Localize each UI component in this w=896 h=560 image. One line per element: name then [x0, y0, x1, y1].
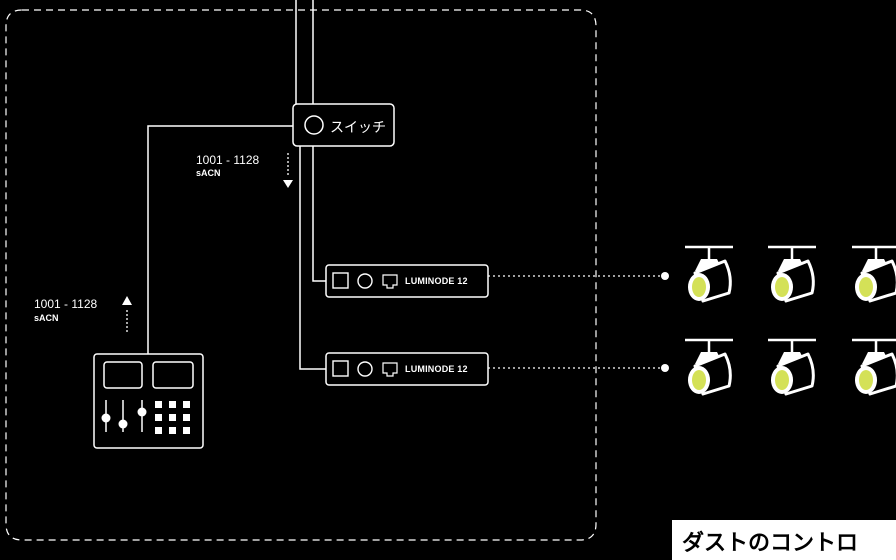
node1-square-icon: [332, 272, 349, 289]
node2-label: LUMINODE 12: [405, 364, 468, 374]
node1-label: LUMINODE 12: [405, 276, 468, 286]
footer-banner: ダストのコントロ: [672, 520, 896, 560]
downstream-protocol: sACN: [196, 168, 221, 178]
switch-box[interactable]: [292, 103, 395, 147]
node2-cable: [299, 146, 326, 370]
node2-ethernet-icon: [382, 362, 398, 377]
upstream-arrow-head: [122, 296, 132, 305]
fixture-icon-2-3: [850, 338, 896, 396]
node2-circle-icon: [357, 361, 373, 377]
luminode-node-1[interactable]: [325, 264, 489, 298]
fixture-icon-2-1: [683, 338, 735, 396]
dmx-line-1-end: [661, 272, 669, 280]
downstream-range: 1001 - 1128: [196, 153, 260, 167]
switch-label: スイッチ: [330, 119, 386, 135]
lighting-console-icon: [93, 353, 204, 449]
upstream-protocol: sACN: [34, 313, 59, 323]
node1-cable: [312, 146, 326, 282]
upstream-range: 1001 - 1128: [34, 297, 98, 311]
enclosure-boundary: [5, 9, 597, 541]
fixture-icon-1-2: [766, 245, 818, 303]
node2-square-icon: [332, 360, 349, 377]
node1-ethernet-icon: [382, 274, 398, 289]
switch-port-icon: [304, 115, 324, 135]
fixture-icon-2-2: [766, 338, 818, 396]
fixture-icon-1-3: [850, 245, 896, 303]
luminode-node-2[interactable]: [325, 352, 489, 386]
node1-circle-icon: [357, 273, 373, 289]
downstream-arrow-head: [283, 180, 293, 188]
network-diagram: [5, 0, 896, 541]
fixture-icon-1-1: [683, 245, 735, 303]
dmx-line-2-end: [661, 364, 669, 372]
console-cable: [147, 125, 293, 354]
